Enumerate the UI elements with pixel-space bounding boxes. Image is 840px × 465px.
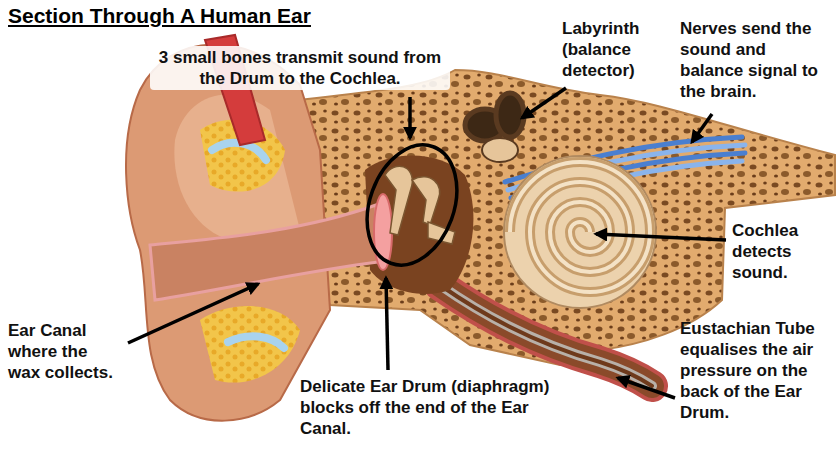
- highlight-ring: [351, 132, 472, 277]
- leader-arrows: [128, 88, 726, 398]
- callout-label: Eustachian Tube equalises the air pressu…: [680, 318, 835, 423]
- ear-canal: [150, 205, 378, 300]
- cochlea: [504, 156, 656, 308]
- callout-label: Nerves send the sound and balance signal…: [680, 18, 832, 102]
- cartilage: [212, 143, 266, 160]
- labyrinth: [465, 93, 524, 162]
- callout-label: Ear Canal where the wax collects.: [8, 320, 124, 383]
- fat-tissue: [200, 306, 300, 382]
- callout-label: 3 small bones transmit sound from the Dr…: [150, 46, 450, 90]
- callout-label: Delicate Ear Drum (diaphragm) blocks off…: [300, 376, 550, 439]
- cartilage: [228, 336, 284, 348]
- cochlea-spiral: [510, 162, 650, 292]
- callout-label: Cochlea detects sound.: [732, 220, 832, 283]
- callout-label: Labyrinth (balance detector): [562, 18, 662, 81]
- diagram-title: Section Through A Human Ear: [8, 4, 311, 28]
- cochlea-spiral: [510, 162, 650, 292]
